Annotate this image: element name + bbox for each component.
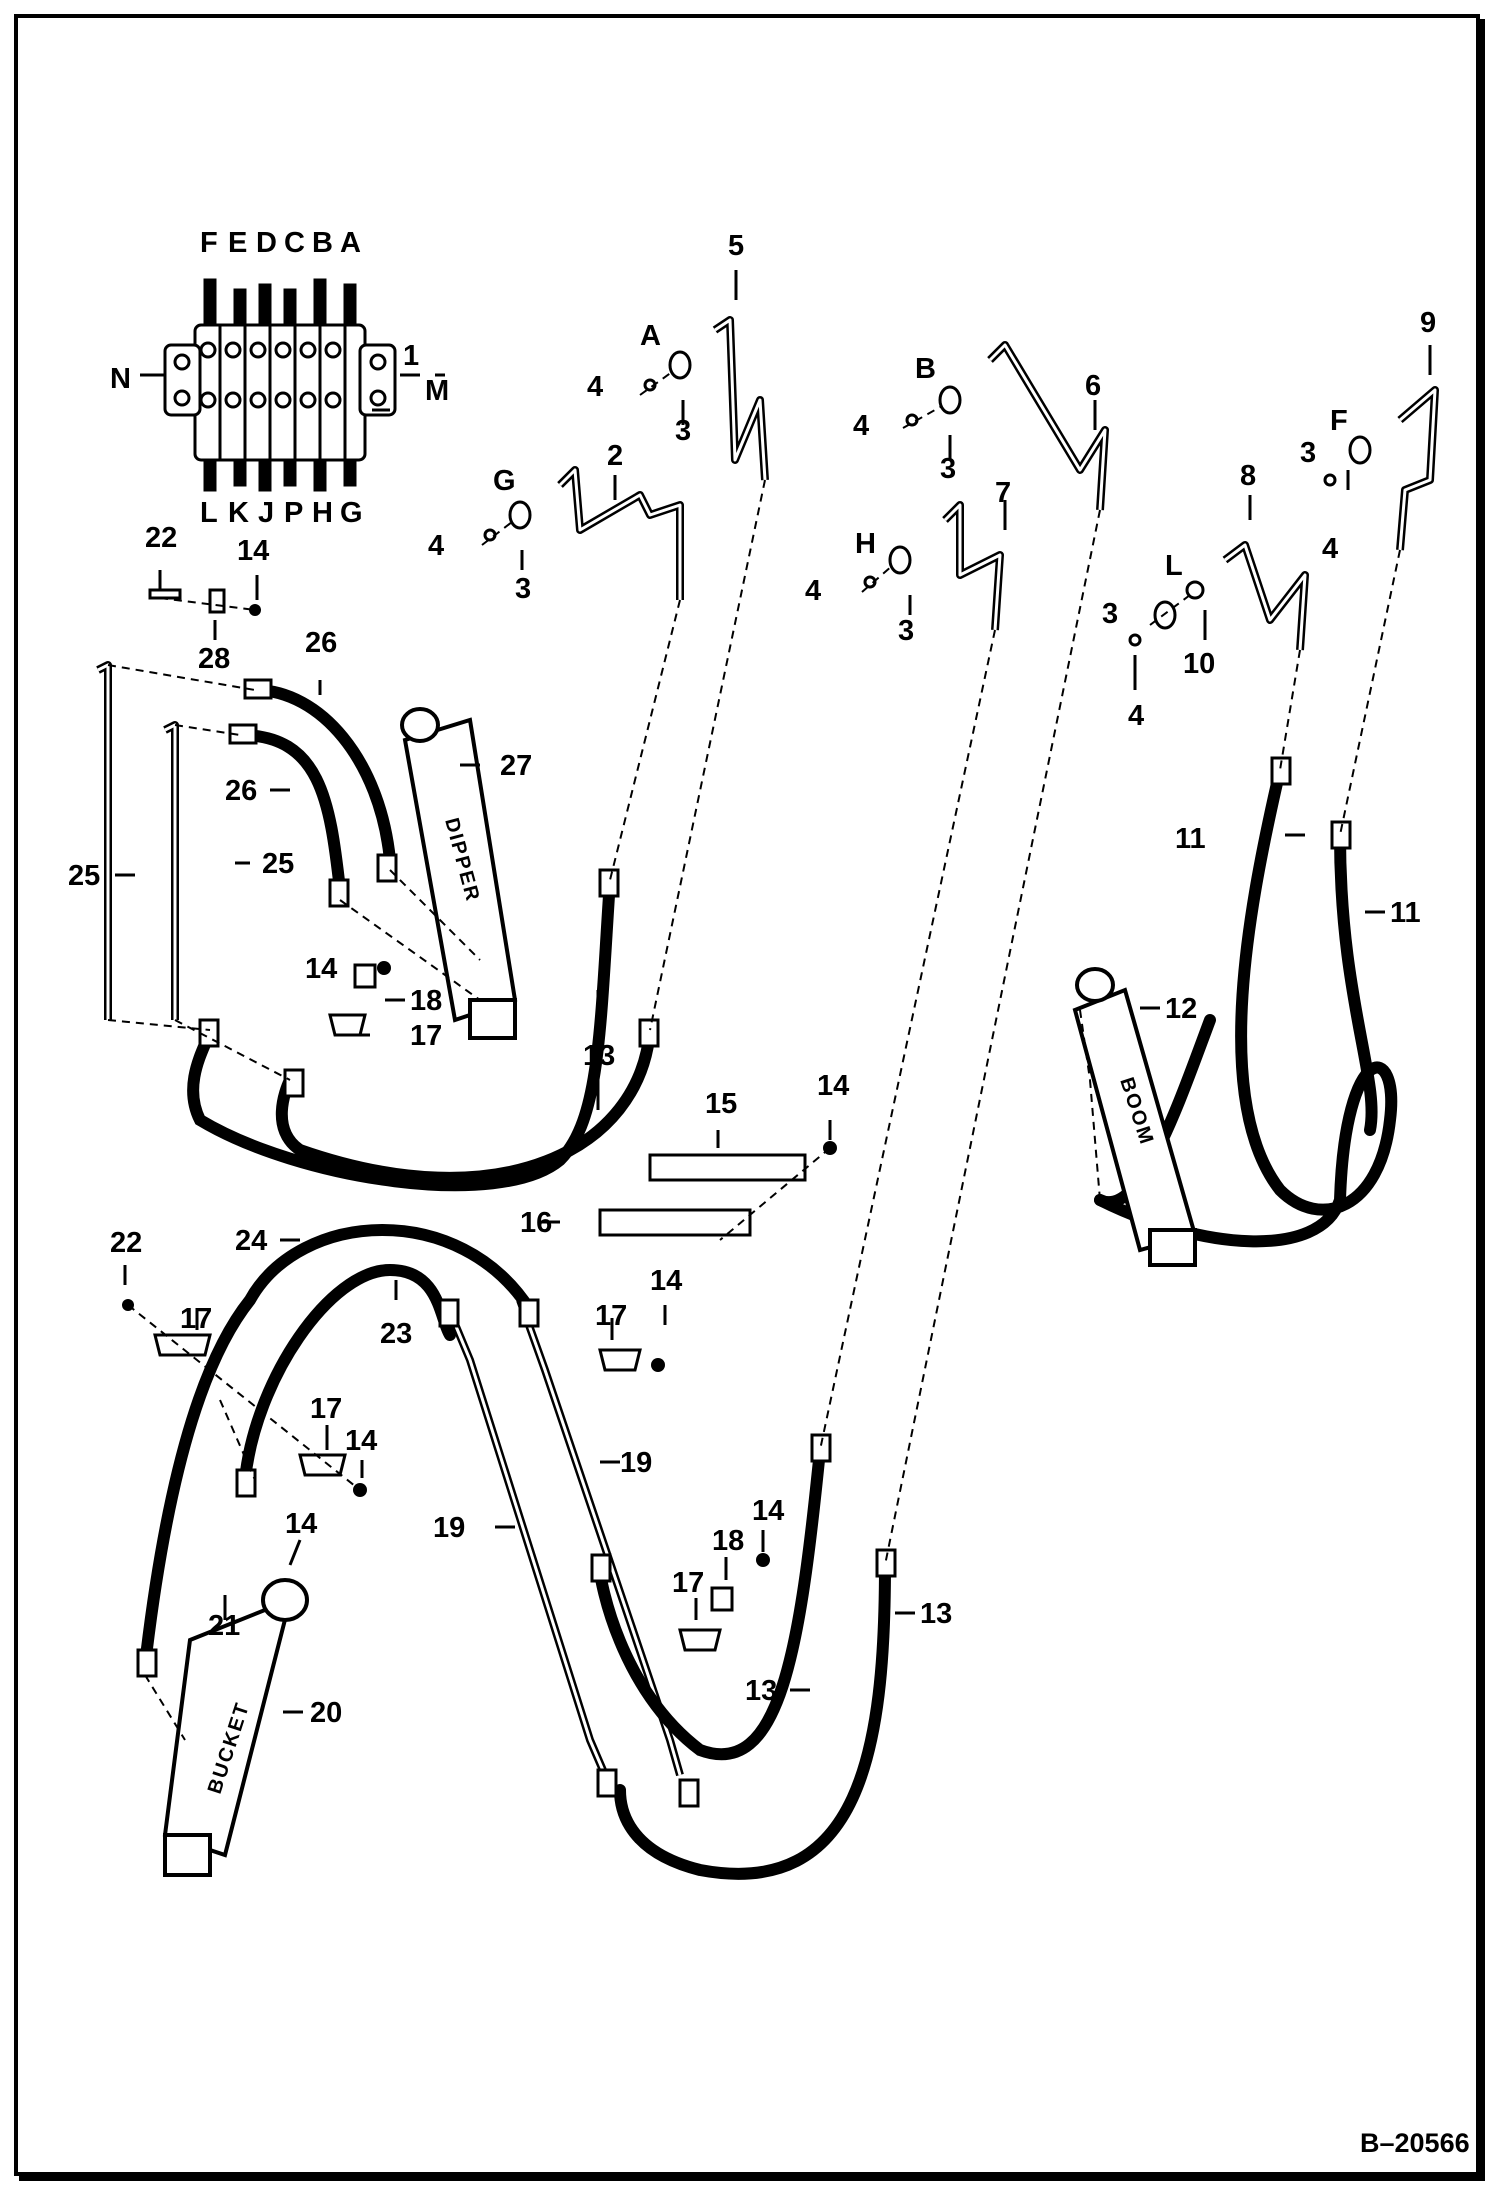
part-number-17: 17	[410, 1020, 442, 1052]
valve-letter-b: B	[312, 227, 333, 259]
small-nuts	[122, 604, 837, 1567]
part-number-14: 14	[305, 953, 337, 985]
valve-letter-e: E	[228, 227, 247, 259]
part-number-26: 26	[305, 627, 337, 659]
valve-letter-g: G	[340, 497, 363, 529]
part-numbers: 1 2 3 3 3 3 3 3 4 4 4 4 4 4 5 6 7 8 9 10…	[68, 230, 1436, 1729]
part-number-23: 23	[380, 1318, 412, 1350]
valve-letter-n: N	[110, 363, 131, 395]
valve-letter-p: P	[284, 497, 303, 529]
part-number-3: 3	[1102, 598, 1118, 630]
valve-letter-d: D	[256, 227, 277, 259]
part-number-19: 19	[433, 1512, 465, 1544]
valve-letter-j: J	[258, 497, 274, 529]
port-fittings	[483, 350, 1372, 647]
part-number-3: 3	[515, 573, 531, 605]
part-number-4: 4	[587, 371, 603, 403]
part-number-24: 24	[235, 1225, 267, 1257]
part-number-14: 14	[345, 1425, 377, 1457]
part-number-13: 13	[920, 1598, 952, 1630]
valve-letter-c: C	[284, 227, 305, 259]
part-number-8: 8	[1240, 460, 1256, 492]
part-number-4: 4	[805, 575, 821, 607]
part-number-4: 4	[853, 410, 869, 442]
part-number-13: 13	[583, 1040, 615, 1072]
part-number-14: 14	[817, 1070, 849, 1102]
part-number-27: 27	[500, 750, 532, 782]
part-number-1: 1	[403, 340, 419, 372]
part-number-11: 11	[1390, 897, 1421, 929]
part-number-7: 7	[995, 477, 1011, 509]
part-number-14: 14	[752, 1495, 784, 1527]
part-number-4: 4	[1128, 700, 1144, 732]
part-number-26: 26	[225, 775, 257, 807]
part-number-15: 15	[705, 1088, 737, 1120]
part-number-14: 14	[650, 1265, 682, 1297]
valve-top-letters: F E D C B A	[200, 227, 361, 259]
part-number-17: 17	[180, 1303, 212, 1335]
port-letter-a: A	[640, 320, 661, 352]
port-letter-l: L	[1165, 550, 1183, 582]
part-number-22: 22	[110, 1227, 142, 1259]
part-number-3: 3	[675, 415, 691, 447]
drawing-reference: B–20566	[1360, 2128, 1470, 2158]
part-number-17: 17	[595, 1300, 627, 1332]
part-number-5: 5	[728, 230, 744, 262]
valve-letter-l: L	[200, 497, 218, 529]
part-number-25: 25	[68, 860, 100, 892]
port-letter-h: H	[855, 528, 876, 560]
port-letter-g: G	[493, 465, 516, 497]
part-number-9: 9	[1420, 307, 1436, 339]
hose-fittings	[136, 678, 1352, 1808]
valve-letter-h: H	[312, 497, 333, 529]
valve-letter-m: M	[425, 375, 449, 407]
part-number-4: 4	[1322, 533, 1338, 565]
part-number-25: 25	[262, 848, 294, 880]
part-number-11: 11	[1175, 823, 1206, 855]
tube-inner	[97, 318, 1437, 1776]
part-number-17: 17	[672, 1567, 704, 1599]
valve-letter-a: A	[340, 227, 361, 259]
bucket-cylinder	[162, 1578, 309, 1877]
part-number-12: 12	[1165, 993, 1197, 1025]
part-number-3: 3	[940, 453, 956, 485]
part-number-22: 22	[145, 522, 177, 554]
part-number-20: 20	[310, 1697, 342, 1729]
part-number-18: 18	[410, 985, 442, 1017]
part-number-18: 18	[712, 1525, 744, 1557]
part-number-3: 3	[1300, 437, 1316, 469]
valve-letter-k: K	[228, 497, 249, 529]
part-number-17: 17	[310, 1393, 342, 1425]
part-number-19: 19	[620, 1447, 652, 1479]
dashed-leaders	[107, 371, 1401, 1741]
port-letter-b: B	[915, 353, 936, 385]
valve-letter-f: F	[200, 227, 218, 259]
part-number-13: 13	[745, 1675, 777, 1707]
part-number-14: 14	[285, 1508, 317, 1540]
part-number-4: 4	[428, 530, 444, 562]
valve-bottom-letters: L K J P H G	[200, 497, 363, 529]
dipper-cylinder	[400, 707, 518, 1040]
part-number-3: 3	[898, 615, 914, 647]
leader-lines	[115, 270, 1432, 1714]
brackets	[148, 588, 807, 1652]
part-number-10: 10	[1183, 648, 1215, 680]
part-number-14: 14	[237, 535, 269, 567]
part-number-6: 6	[1085, 370, 1101, 402]
boom-cylinder	[1072, 967, 1198, 1267]
port-letter-f: F	[1330, 405, 1348, 437]
diagram-frame	[14, 14, 1480, 2176]
part-number-16: 16	[520, 1207, 552, 1239]
part-number-2: 2	[607, 440, 623, 472]
part-number-21: 21	[208, 1610, 240, 1642]
part-number-28: 28	[198, 643, 230, 675]
control-valve	[163, 278, 397, 492]
